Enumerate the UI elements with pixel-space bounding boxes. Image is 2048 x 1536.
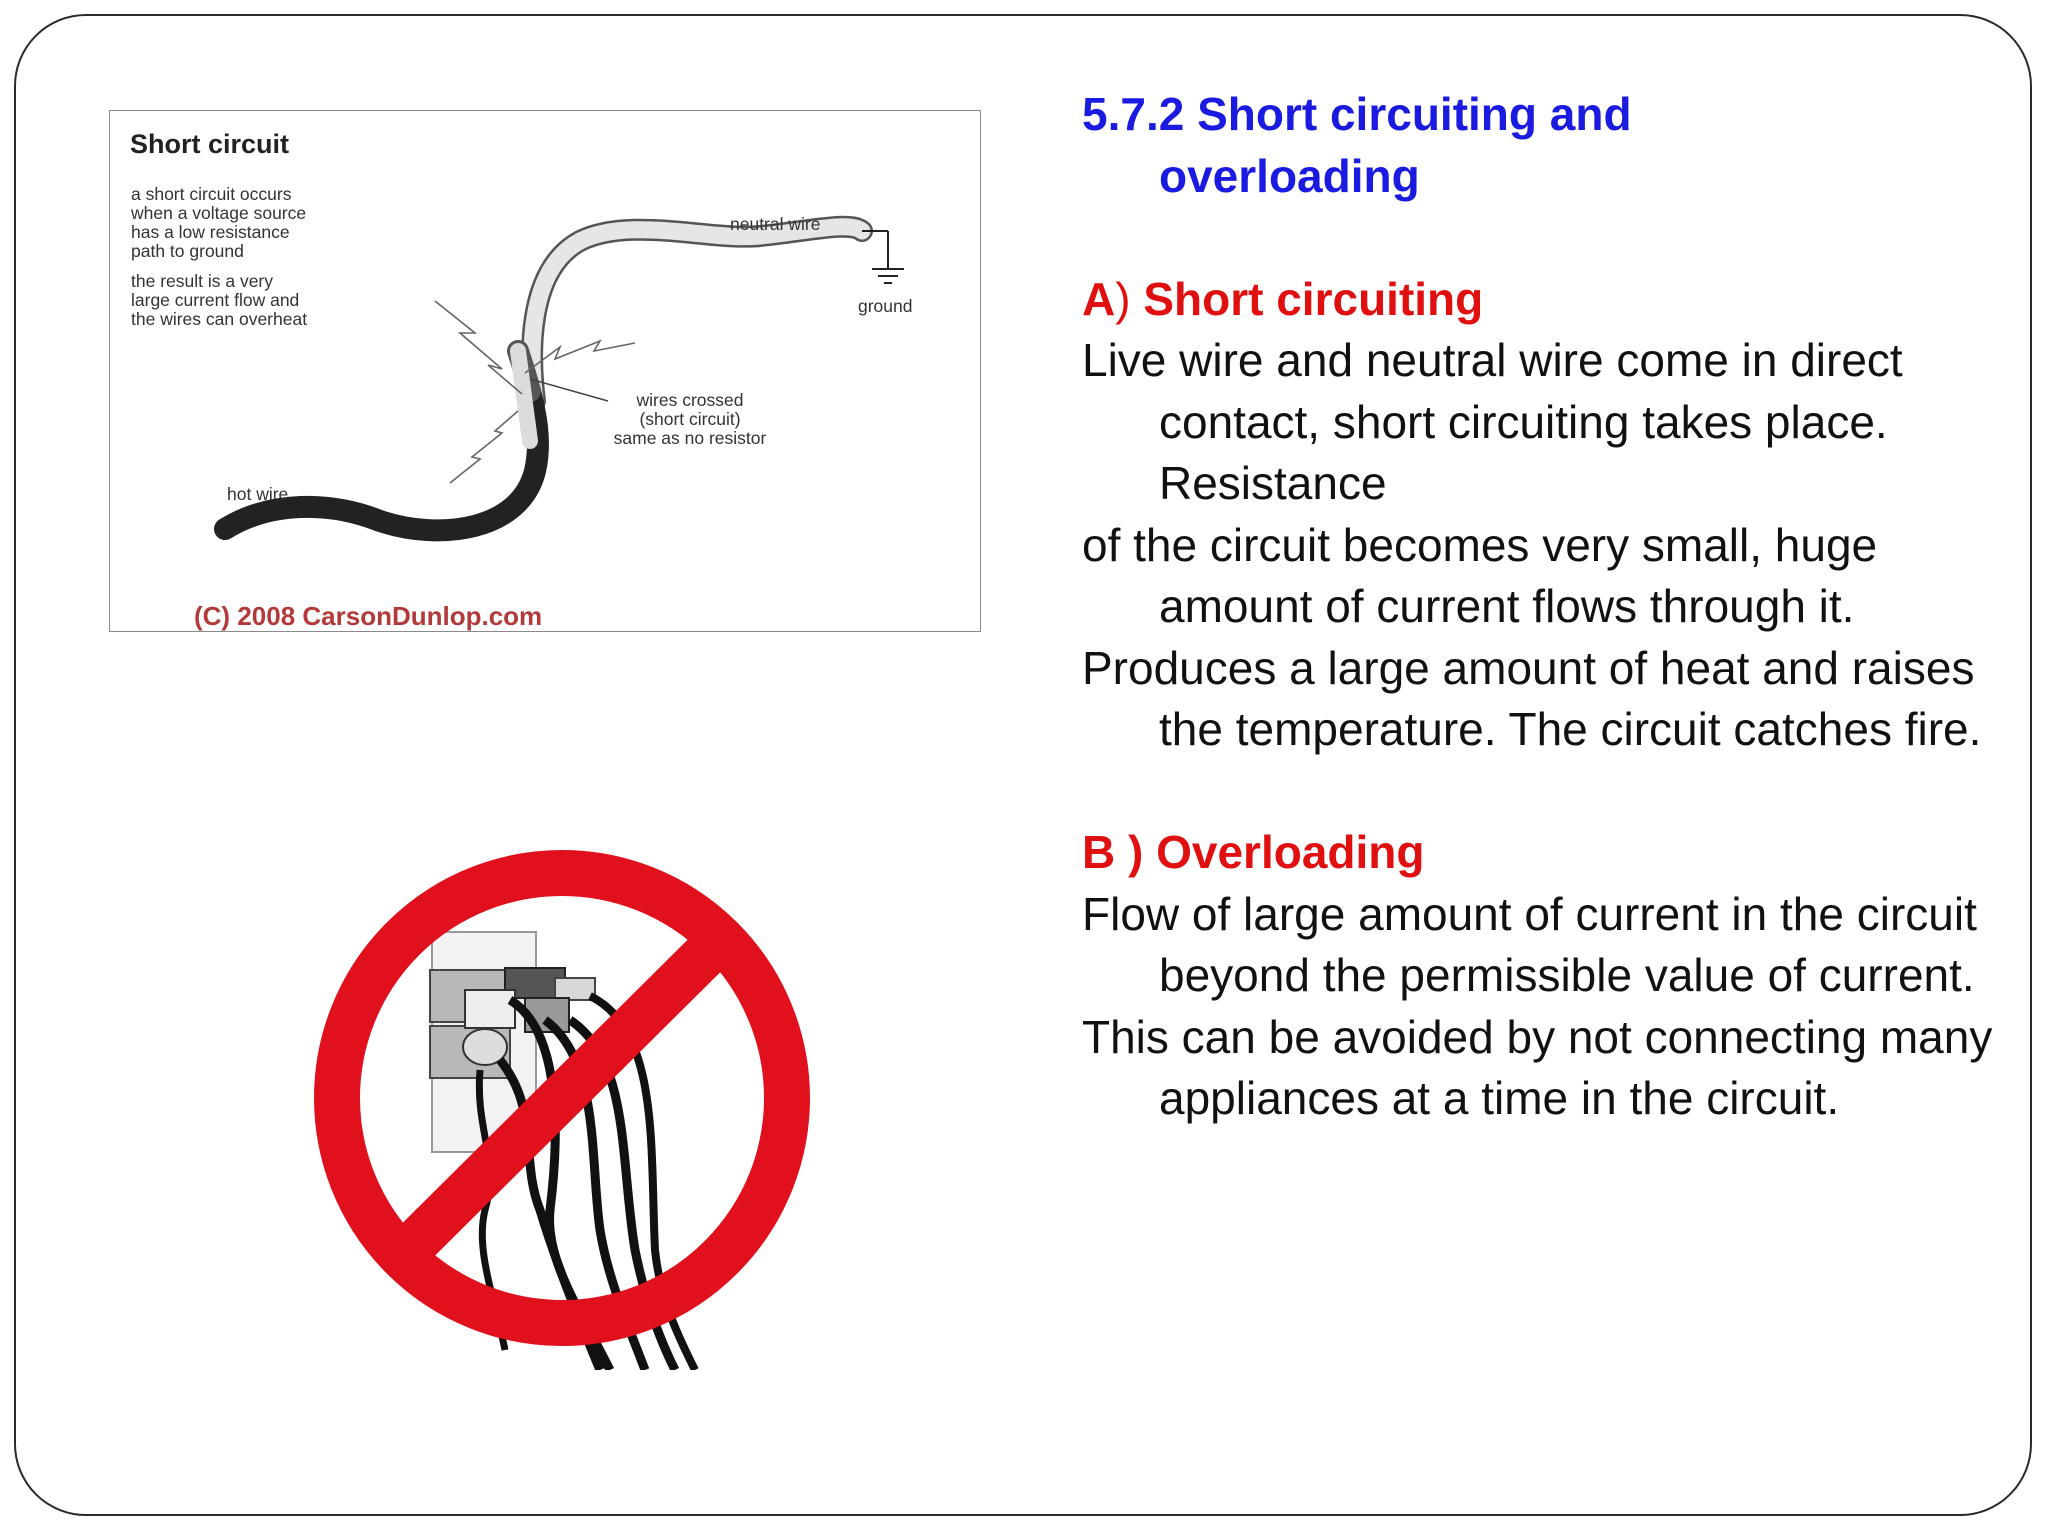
- diagram-desc-1: a short circuit occurs when a voltage so…: [131, 185, 306, 261]
- title-line-2: overloading: [1159, 149, 1420, 202]
- desc-line: the wires can overheat: [131, 309, 308, 329]
- label-line: (short circuit): [639, 409, 741, 429]
- text-column: 5.7.2 Short circuiting and overloading A…: [1082, 84, 2002, 1130]
- label-line: wires crossed: [636, 390, 744, 410]
- spacer: [1082, 761, 2002, 823]
- section-b-heading: B ) Overloading: [1082, 826, 1425, 878]
- section-b-paragraph: Flow of large amount of current in the c…: [1082, 887, 1977, 1002]
- page-title: 5.7.2 Short circuiting and overloading: [1082, 84, 2002, 207]
- section-a-heading: A) Short circuiting: [1082, 269, 2002, 331]
- wires-crossed-label: wires crossed (short circuit) same as no…: [590, 391, 790, 448]
- section-a-paren: ): [1115, 272, 1131, 325]
- desc-line: large current flow and: [131, 290, 300, 310]
- no-overloaded-outlet-icon: [300, 830, 820, 1375]
- short-circuit-diagram: Short circuit a short circuit occurs whe…: [109, 110, 981, 632]
- neutral-wire-label: neutral wire: [730, 214, 821, 234]
- section-a-title: Short circuiting: [1130, 272, 1484, 325]
- section-a-paragraph: Produces a large amount of heat and rais…: [1082, 641, 1982, 756]
- section-a-letter: A: [1082, 272, 1116, 325]
- section-a-paragraph: Live wire and neutral wire come in direc…: [1082, 334, 1903, 509]
- section-b-paragraph: This can be avoided by not connecting ma…: [1082, 1010, 1993, 1125]
- desc-line: when a voltage source: [131, 203, 307, 223]
- diagram-desc-2: the result is a very large current flow …: [131, 272, 307, 329]
- copyright-text: (C) 2008 CarsonDunlop.com: [194, 601, 543, 631]
- label-line: same as no resistor: [613, 428, 767, 448]
- desc-line: has a low resistance: [131, 222, 290, 242]
- diagram-title: Short circuit: [130, 129, 290, 159]
- title-line-1: 5.7.2 Short circuiting and: [1082, 88, 1632, 140]
- ground-label: ground: [858, 296, 913, 316]
- hot-wire-label: hot wire: [227, 484, 289, 504]
- spacer: [1082, 207, 2002, 269]
- wires-illustration: [214, 215, 904, 542]
- desc-line: a short circuit occurs: [131, 184, 292, 204]
- desc-line: path to ground: [131, 241, 244, 261]
- section-a-paragraph: of the circuit becomes very small, huge …: [1082, 518, 1878, 633]
- desc-line: the result is a very: [131, 271, 273, 291]
